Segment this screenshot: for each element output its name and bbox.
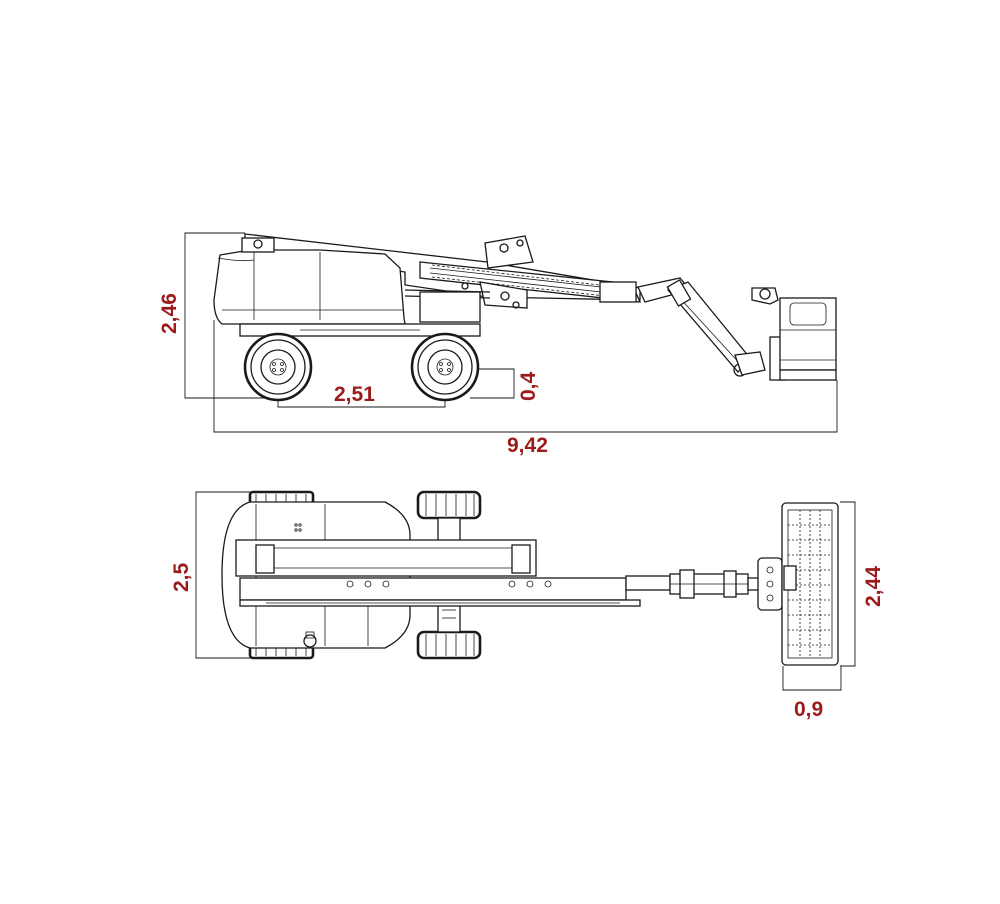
- platform-basket-side: [751, 287, 837, 381]
- front-right-tire-top: [416, 630, 482, 660]
- jib-top: [669, 569, 761, 599]
- boom-top: [235, 539, 671, 607]
- turret: [213, 237, 406, 325]
- platform-depth-dimension-label: 0,9: [794, 698, 823, 721]
- front-wheel-side: [410, 332, 480, 402]
- top-view: [195, 490, 856, 691]
- overall-width-dimension-label: 2,5: [170, 562, 193, 592]
- ground-clearance-dimension-label: 0,4: [517, 371, 540, 401]
- wheelbase-dimension-label: 2,51: [334, 383, 375, 406]
- platform-grating: [788, 510, 832, 658]
- height-dimension-label: 2,46: [158, 293, 181, 334]
- chassis: [239, 291, 481, 337]
- boom-chain: [431, 264, 625, 299]
- overall-length-dimension-label: 9,42: [507, 434, 548, 457]
- platform-top: [757, 502, 839, 666]
- main-boom: [244, 233, 642, 309]
- front-left-tire-top: [416, 490, 482, 520]
- rear-wheel-side: [243, 332, 313, 402]
- jib-arm: [637, 277, 766, 377]
- platform-width-dimension-label: 2,44: [862, 566, 885, 607]
- side-view: [184, 232, 838, 433]
